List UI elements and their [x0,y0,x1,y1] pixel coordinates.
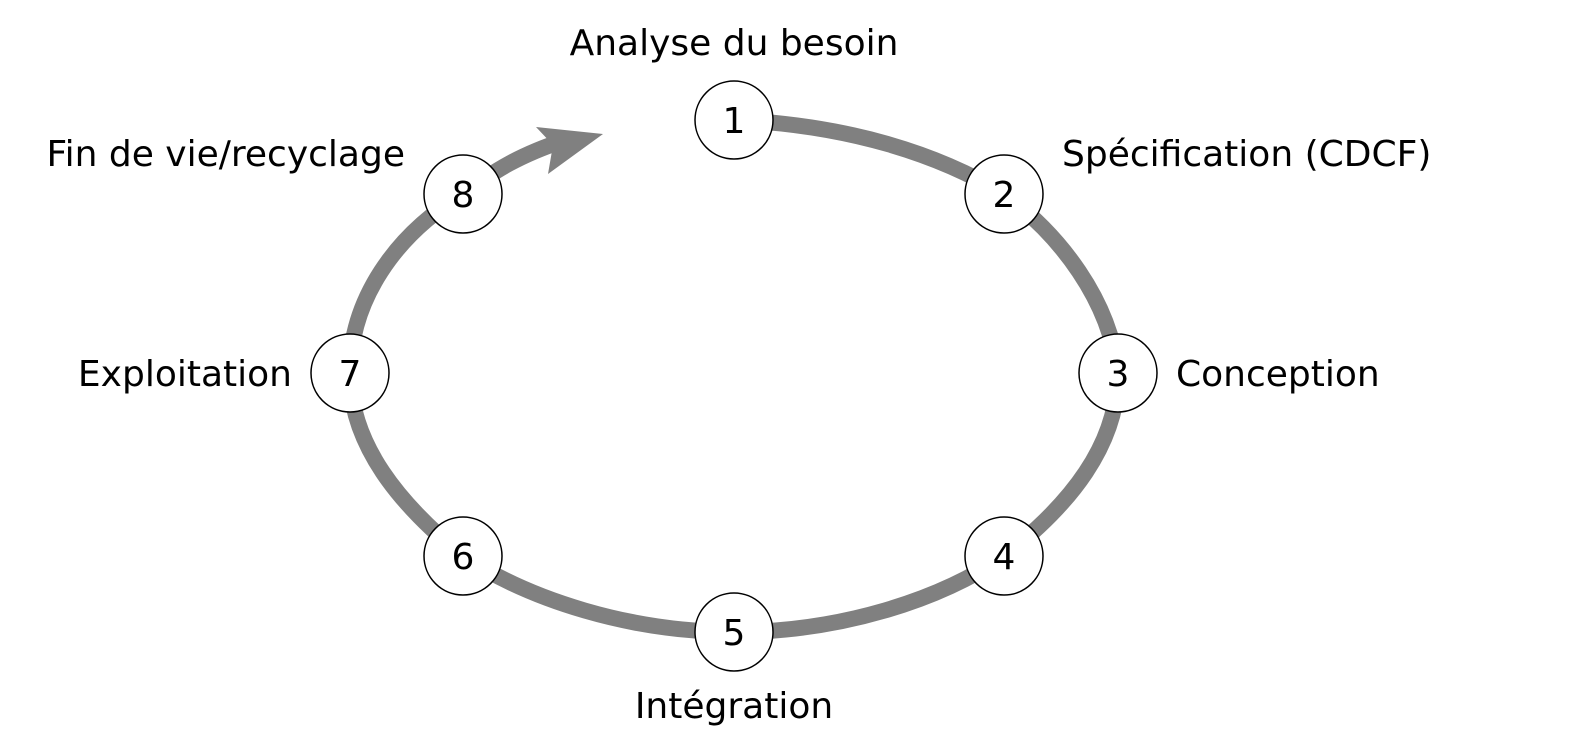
step-node-6: 6 [423,516,503,596]
step-label-5: Intégration [635,686,833,727]
step-node-7: 7 [310,333,390,413]
step-label-7: Exploitation [78,354,292,395]
step-number-8: 8 [452,175,475,216]
step-number-7: 7 [339,354,362,395]
step-node-2: 2 [964,154,1044,234]
cycle-arrow-head [536,127,603,174]
step-number-4: 4 [993,537,1016,578]
step-number-5: 5 [723,613,746,654]
step-number-1: 1 [723,101,746,142]
step-node-5: 5 [694,592,774,672]
step-node-8: 8 [423,154,503,234]
step-number-6: 6 [452,537,475,578]
step-label-3: Conception [1176,354,1380,395]
step-node-3: 3 [1078,333,1158,413]
step-node-1: 1 [694,80,774,160]
step-number-3: 3 [1107,354,1130,395]
step-label-2: Spécification (CDCF) [1062,134,1431,175]
step-node-4: 4 [964,516,1044,596]
step-label-1: Analyse du besoin [570,23,899,64]
step-label-8: Fin de vie/recyclage [47,134,406,175]
step-number-2: 2 [993,175,1016,216]
